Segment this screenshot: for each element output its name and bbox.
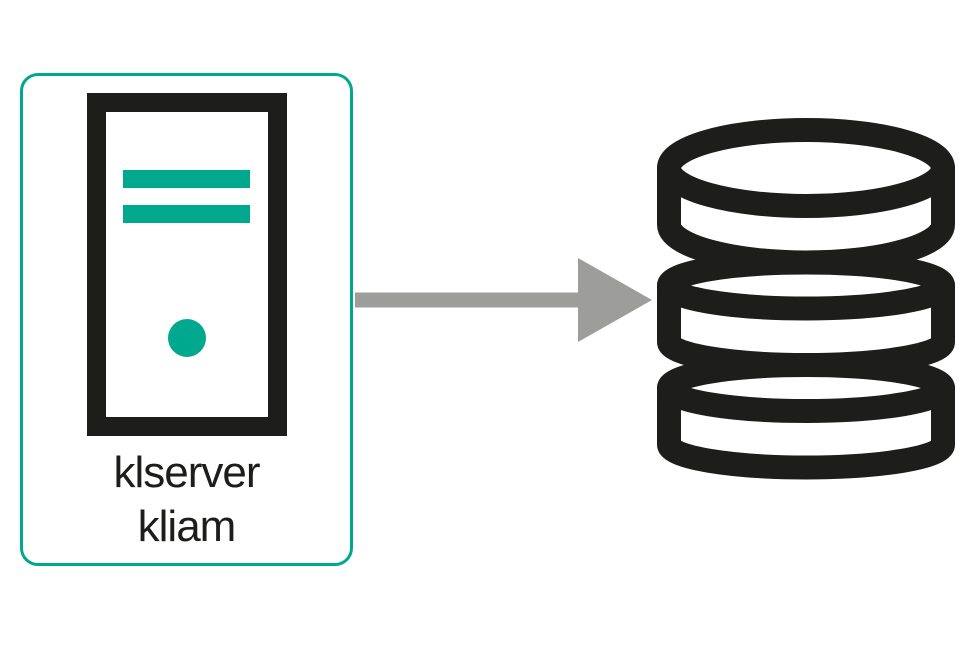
server-slot-bar-icon xyxy=(123,170,250,188)
arrow-shaft xyxy=(355,292,581,308)
server-icon xyxy=(87,93,287,436)
database-disk-middle-face xyxy=(657,273,955,321)
server-node-label-line1: klserver xyxy=(113,448,260,497)
database-icon xyxy=(657,118,955,480)
server-node-label-line2: kliam xyxy=(137,502,237,551)
server-power-dot-icon xyxy=(168,319,206,357)
arrow-right-icon xyxy=(355,258,652,342)
arrow-head xyxy=(578,258,652,342)
server-node-label: klserver kliam xyxy=(20,446,353,554)
server-slot-bar-icon xyxy=(123,205,250,223)
database-disk-top-ellipse xyxy=(657,118,955,218)
database-disk-bottom-face xyxy=(657,376,955,423)
